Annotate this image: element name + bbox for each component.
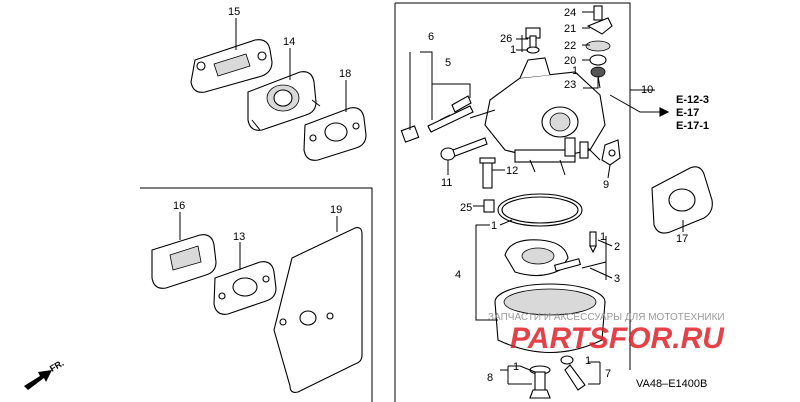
label-14: 14 (283, 36, 295, 48)
ref-e-17-1: E-17-1 (676, 120, 709, 132)
label-1-choke: 1 (572, 65, 578, 77)
label-24: 24 (564, 7, 576, 19)
label-7: 7 (605, 368, 611, 380)
label-22: 22 (564, 40, 576, 52)
label-19: 19 (330, 204, 342, 216)
label-16: 16 (173, 200, 185, 212)
gasket-16[interactable] (151, 234, 217, 289)
carburetor-body[interactable] (469, 57, 606, 176)
frame-lines (140, 2, 631, 402)
insulator-14[interactable] (247, 71, 321, 131)
screw-26[interactable] (525, 27, 541, 54)
label-18: 18 (339, 68, 351, 80)
pin-3[interactable] (581, 261, 607, 269)
gasket-13[interactable] (213, 261, 277, 315)
label-20: 20 (564, 55, 576, 67)
label-11: 11 (441, 177, 452, 189)
drain-screw-7[interactable] (560, 355, 586, 391)
screw-11[interactable] (440, 137, 488, 161)
watermark: ЗАПЧАСТИ И АКСЕССУАРЫ ДЛЯ МОТОТЕХНИКИ PA… (488, 312, 725, 355)
float-bowl[interactable] (494, 283, 606, 353)
label-1-top: 1 (510, 44, 516, 56)
choke-stack-20-24[interactable] (585, 5, 613, 89)
label-1-upper: 1 (491, 220, 497, 232)
label-4: 4 (455, 269, 461, 281)
front-label: FR. (48, 358, 66, 374)
label-25: 25 (460, 202, 472, 214)
float-4[interactable] (504, 239, 582, 277)
nozzle-12[interactable] (479, 157, 496, 189)
lever-9[interactable] (601, 139, 621, 166)
label-5: 5 (445, 57, 451, 69)
label-1-needle: 1 (600, 231, 606, 243)
gasket-17[interactable] (651, 166, 713, 234)
label-23: 23 (564, 79, 576, 91)
label-21: 21 (564, 23, 576, 35)
label-10: 10 (641, 84, 653, 96)
label-15: 15 (228, 6, 240, 18)
plate-19[interactable] (273, 227, 363, 393)
gasket-15[interactable] (190, 39, 273, 93)
label-1-bolt: 1 (513, 361, 519, 373)
gasket-18[interactable] (303, 107, 367, 161)
diagram-code: VA48–E1400B (636, 378, 707, 390)
ref-e-12-3: E-12-3 (676, 94, 709, 106)
reference-list: E-12-3 E-17 E-17-1 (659, 94, 709, 132)
part-labels: 15 14 18 16 13 19 6 5 11 12 25 1 4 26 1 … (173, 6, 688, 384)
label-26: 26 (500, 33, 512, 45)
label-1-drain: 1 (585, 355, 591, 367)
label-6: 6 (428, 31, 434, 43)
watermark-caption: ЗАПЧАСТИ И АКСЕССУАРЫ ДЛЯ МОТОТЕХНИКИ (488, 312, 725, 323)
watermark-brand: PARTSFOR.RU (510, 322, 725, 355)
needle-2[interactable] (589, 231, 597, 254)
front-direction-arrow: FR. (24, 358, 66, 390)
ref-e-17: E-17 (676, 107, 699, 119)
label-17: 17 (676, 233, 688, 245)
screw-assembly-6[interactable] (400, 95, 474, 143)
label-2: 2 (614, 241, 620, 253)
label-3: 3 (614, 273, 620, 285)
label-8: 8 (487, 372, 493, 384)
label-12: 12 (506, 165, 518, 177)
label-13: 13 (233, 231, 245, 243)
label-9: 9 (603, 179, 609, 191)
float-gasket[interactable] (497, 193, 583, 227)
jet-25[interactable] (483, 199, 495, 213)
leader-lines (179, 11, 684, 385)
